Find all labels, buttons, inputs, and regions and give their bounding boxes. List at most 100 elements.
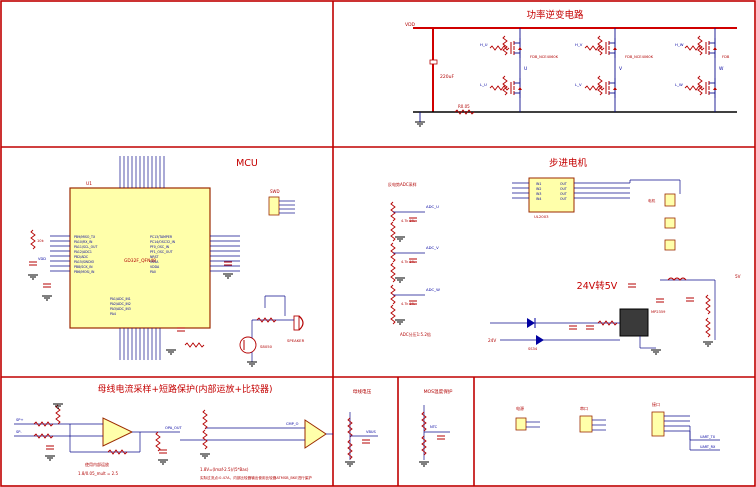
buck-chip-label: MP2359 bbox=[651, 310, 666, 314]
svg-text:OUT: OUT bbox=[560, 182, 567, 186]
speaker-label: SPEAKER bbox=[287, 338, 305, 343]
title-power-inverter: 功率逆变电路 bbox=[526, 9, 584, 21]
svg-text:PA11/SCL_OUT: PA11/SCL_OUT bbox=[74, 245, 97, 249]
compare-note: 1.8V=(Imaf-2.5)/(5*Bas) bbox=[200, 467, 249, 472]
phase-w-label: W bbox=[719, 66, 724, 72]
adc-note-bottom: ADC分压1:5.2倍 bbox=[400, 331, 431, 337]
svg-text:IN4: IN4 bbox=[536, 197, 541, 201]
svg-text:FDB_NCE4060K: FDB_NCE4060K bbox=[625, 55, 654, 59]
svg-text:H_V: H_V bbox=[575, 42, 583, 47]
comp-out-label: CMP_O bbox=[286, 422, 299, 426]
svg-text:10k: 10k bbox=[37, 239, 45, 243]
diode-label: SS34 bbox=[528, 347, 538, 351]
svg-text:PA3/ADC_IN3: PA3/ADC_IN3 bbox=[110, 307, 131, 311]
inverter-leg-w: W bbox=[684, 28, 724, 112]
swd-label: SWD bbox=[270, 189, 280, 194]
svg-text:FDB: FDB bbox=[722, 55, 730, 59]
bus-v-label: VBUS bbox=[366, 430, 377, 434]
svg-text:PB6/MOSI_IN: PB6/MOSI_IN bbox=[74, 270, 95, 274]
svg-text:PA15/SWDIO: PA15/SWDIO bbox=[74, 260, 95, 264]
title-mcu: MCU bbox=[236, 158, 258, 169]
phase-v-label: V bbox=[619, 66, 623, 72]
svg-text:H_U: H_U bbox=[480, 42, 488, 47]
svg-text:L_U: L_U bbox=[480, 82, 487, 87]
svg-text:OUT: OUT bbox=[560, 197, 567, 201]
svg-text:OUT: OUT bbox=[560, 192, 567, 196]
bus-current-circuit: OPA_OUT CMP_O SP+ SP- 使用内部运放 1.8/0.05_mu… bbox=[14, 403, 333, 480]
driver-chip bbox=[528, 177, 575, 213]
inverter-leg-u: U bbox=[489, 28, 527, 112]
svg-text:PA4: PA4 bbox=[110, 312, 116, 316]
driver-chip-label: UL2003 bbox=[534, 214, 549, 219]
sp-in-label: SP+ bbox=[16, 418, 23, 422]
speaker-driver: S8050 SPEAKER bbox=[184, 295, 305, 367]
swd-header: SWD bbox=[268, 189, 295, 216]
adc-u-label: ADC_U bbox=[426, 204, 439, 209]
title-bus-voltage: 母线电压 bbox=[353, 388, 372, 395]
title-buck: 24V转5V bbox=[577, 280, 618, 292]
svg-text:PB2/ADC: PB2/ADC bbox=[74, 255, 89, 259]
mcu-ref-label: U1 bbox=[86, 181, 92, 187]
title-stepper: 步进电机 bbox=[549, 157, 588, 169]
svg-text:VDDA: VDDA bbox=[150, 265, 160, 269]
svg-text:接口: 接口 bbox=[652, 401, 660, 407]
adc-v-label: ADC_V bbox=[426, 245, 439, 250]
adc-w-label: ADC_W bbox=[426, 287, 440, 292]
title-mos-temp: MOS温度保护 bbox=[424, 388, 453, 395]
svg-text:NRST: NRST bbox=[150, 255, 159, 259]
svg-text:PA1/ADC_IN1: PA1/ADC_IN1 bbox=[110, 297, 131, 301]
v5-label: 5V bbox=[735, 274, 741, 279]
svg-text:IN2: IN2 bbox=[536, 187, 541, 191]
svg-text:PC14/OSC32_IN: PC14/OSC32_IN bbox=[150, 240, 176, 244]
svg-text:PA2/ADC_IN2: PA2/ADC_IN2 bbox=[110, 302, 131, 306]
gain-note: 1.8/0.05_mult = 2.5 bbox=[78, 471, 118, 476]
v24-label: 24V bbox=[488, 338, 496, 343]
svg-text:PF0_OSC_IN: PF0_OSC_IN bbox=[150, 245, 170, 249]
power-connector-label: 电源 bbox=[516, 405, 524, 411]
svg-text:VSSA: VSSA bbox=[150, 260, 159, 264]
svg-text:L_W: L_W bbox=[675, 82, 683, 87]
svg-text:UART_TX: UART_TX bbox=[700, 435, 716, 439]
opamp-note: 使用内部运放 bbox=[85, 461, 109, 467]
svg-text:4.7k 1%: 4.7k 1% bbox=[401, 302, 416, 306]
ntc-label: NTC bbox=[430, 425, 438, 429]
svg-text:VDD: VDD bbox=[38, 257, 46, 261]
svg-text:PA0: PA0 bbox=[150, 270, 156, 274]
buck-chip bbox=[619, 308, 649, 337]
vdd-label: VDD bbox=[405, 22, 416, 28]
connectors-area: 电源 串口 接口 UART_TX UART_RX bbox=[515, 401, 720, 451]
svg-text:OUT: OUT bbox=[560, 187, 567, 191]
power-inverter-circuit: VDD 220uF R0.05 U V bbox=[405, 22, 737, 127]
svg-text:PF1_OSC_OUT: PF1_OSC_OUT bbox=[150, 250, 173, 254]
adc-divider-circuit: 反电势ADC采样 ADC分压1:5.2倍 ADC_U ADC_V ADC_W 4… bbox=[388, 181, 440, 337]
compare-note-2: 实际过流点:0.47A，内部比较器输出使用比较器ATMSB_BKE进行保护 bbox=[200, 475, 312, 480]
adc-note-top: 反电势ADC采样 bbox=[388, 181, 417, 187]
svg-text:4.7k 1%: 4.7k 1% bbox=[401, 219, 416, 223]
title-bus-current: 母线电流采样+短路保护(内部运放+比较器) bbox=[97, 383, 272, 395]
mos-part-label: FDB_NCE4060K bbox=[530, 55, 559, 59]
svg-text:IN3: IN3 bbox=[536, 192, 541, 196]
mcu-circuit: GD32F_QFN48 U1 bbox=[27, 156, 305, 367]
mcu-chip bbox=[69, 187, 211, 329]
svg-text:IN1: IN1 bbox=[536, 182, 541, 186]
mos-temp-circuit: NTC bbox=[418, 405, 450, 467]
svg-text:L_V: L_V bbox=[575, 82, 582, 87]
inverter-leg-v: V bbox=[584, 28, 623, 112]
opamp-symbol bbox=[102, 417, 134, 447]
comparator-symbol bbox=[304, 419, 327, 449]
shunt-label: R0.05 bbox=[458, 104, 470, 109]
mcu-chip-label: GD32F_QFN48 bbox=[124, 258, 156, 264]
svg-text:H_W: H_W bbox=[675, 42, 684, 47]
bus-voltage-circuit: VBUS bbox=[344, 412, 378, 467]
transistor-label: S8050 bbox=[260, 344, 273, 349]
svg-text:PC13/TAMPER: PC13/TAMPER bbox=[150, 235, 173, 239]
phase-u-label: U bbox=[524, 66, 527, 72]
motor-connector-label: 电机 bbox=[648, 198, 656, 203]
svg-text:PA10/RX_IN: PA10/RX_IN bbox=[74, 240, 93, 244]
svg-text:PB8/SCK_IN: PB8/SCK_IN bbox=[74, 265, 93, 269]
opamp-out-label: OPA_OUT bbox=[165, 426, 182, 430]
sp-out-label: SP- bbox=[16, 430, 22, 434]
